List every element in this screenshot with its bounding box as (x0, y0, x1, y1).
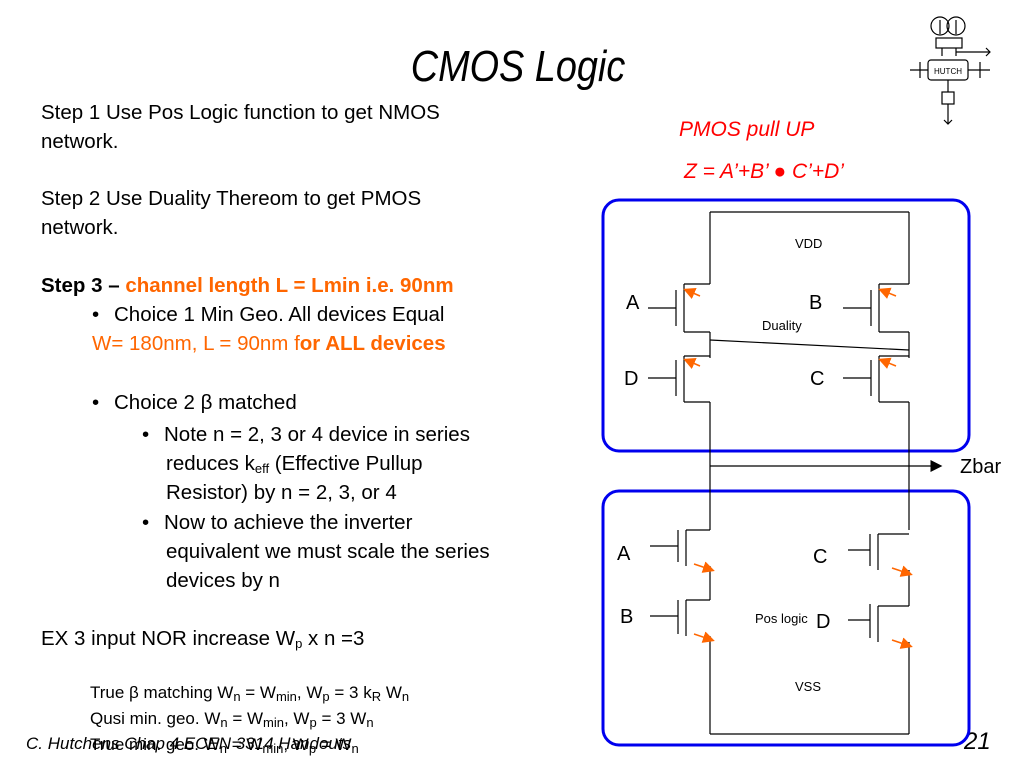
note-line2: reduces keff (Effective Pullup (166, 449, 423, 478)
vdd-label: VDD (795, 236, 822, 251)
step3-channel-length: channel length L = Lmin i.e. 90nm (125, 274, 454, 297)
nmos-a-label: A (617, 543, 631, 565)
choice1-text: Choice 1 Min Geo. All devices Equal (114, 303, 445, 326)
bullet-icon: • (142, 423, 150, 446)
pmos-network-box (601, 198, 971, 453)
pmos-d-label: D (624, 368, 638, 390)
choice1-detail-a: W= 180nm, L = 90nm f (92, 332, 300, 355)
qusi-c: , W (283, 709, 310, 728)
vss-label: VSS (795, 679, 821, 694)
note-line2-b: (Effective Pullup (269, 452, 423, 475)
true-beta-matching: True β matching Wn = Wmin, Wp = 3 kR Wn (90, 683, 409, 703)
hutch-logo: HUTCH (910, 16, 991, 125)
zbar-output-label: Zbar (960, 456, 1001, 478)
step2-line2: network. (41, 216, 119, 239)
choice2-a: Choice 2 (114, 391, 201, 414)
qusi-sub-p: p (309, 715, 317, 730)
qusi-sub-n2: n (366, 715, 374, 730)
choice1-detail-b: or ALL devices (299, 332, 446, 355)
now-bullet: • Now to achieve the inverter (142, 508, 412, 537)
nmos-c-label: C (813, 546, 827, 568)
keff-subscript: eff (254, 461, 270, 476)
qusi-d: = 3 W (316, 709, 367, 728)
tm-a: True (90, 683, 130, 702)
bullet-icon: • (92, 303, 100, 326)
tm-sub-p: p (322, 689, 330, 704)
beta-symbol: β (200, 391, 213, 414)
choice1-detail: W= 180nm, L = 90nm for ALL devices (92, 329, 446, 358)
bullet-icon: • (92, 391, 100, 414)
qusi-b: = W (227, 709, 264, 728)
step1-line1: Step 1 Use Pos Logic function to get NMO… (41, 101, 440, 124)
now-line2: equivalent we must scale the series (166, 540, 490, 563)
choice1-bullet: • Choice 1 Min Geo. All devices Equal (92, 300, 444, 329)
note-bullet: • Note n = 2, 3 or 4 device in series (142, 420, 470, 449)
nmos-b-label: B (620, 606, 633, 628)
tm-sub-r: R (371, 689, 382, 704)
step3-label: Step 3 – (41, 274, 126, 297)
pos-logic-label: Pos logic (755, 611, 808, 626)
now-line1: Now to achieve the inverter (164, 511, 413, 534)
nmos-network-box (601, 489, 971, 747)
ex3-b: x n =3 (302, 627, 365, 650)
truemin-d: = W (316, 735, 352, 754)
now-line3: devices by n (166, 569, 280, 592)
cmos-schematic: VDD Duality A B D C Zbar A C B D Pos log… (601, 198, 1001, 747)
tm-b: matching W (138, 683, 234, 702)
qusi-sub-min: min (263, 715, 284, 730)
truemin-a: True min. geo. W (90, 735, 220, 754)
pmos-b-label: B (809, 292, 822, 314)
tm-sub-n2: n (401, 689, 410, 704)
equation-right: C’+D’ (786, 160, 844, 183)
pmos-c-label: C (810, 368, 824, 390)
tm-c: = W (240, 683, 276, 702)
qusi-a: Qusi min. geo. W (90, 709, 221, 728)
nmos-d-label: D (816, 611, 830, 633)
bullet-icon: • (142, 511, 150, 534)
ex3-text: EX 3 input NOR increase Wp x n =3 (41, 624, 364, 653)
truemin-b: = W (226, 735, 263, 754)
true-min-geo: True min. geo. Wn = Wmin, Wp = Wn (90, 735, 359, 755)
ex3-sub: p (295, 636, 303, 651)
pmos-heading: PMOS pull UP (679, 118, 815, 141)
qusi-min-geo: Qusi min. geo. Wn = Wmin, Wp = 3 Wn (90, 709, 374, 729)
note-line2-a: reduces k (166, 452, 255, 475)
logo-text: HUTCH (934, 67, 962, 76)
pmos-equation: Z = A’+B’ ● C’+D’ (684, 160, 844, 184)
truemin-sub-p: p (308, 741, 317, 756)
step2-line1: Step 2 Use Duality Thereom to get PMOS (41, 187, 422, 210)
choice2-b: matched (212, 391, 297, 414)
qusi-sub-n: n (220, 715, 228, 730)
truemin-sub-n: n (219, 741, 227, 756)
and-dot-icon: ● (773, 160, 787, 183)
tm-sub-n: n (233, 689, 241, 704)
step2-text: Step 2 Use Duality Thereom to get PMOS n… (41, 184, 421, 242)
truemin-sub-min: min (262, 741, 284, 756)
equation-left: Z = A’+B’ (684, 160, 774, 183)
slide-title: CMOS Logic (410, 42, 626, 91)
note-line1: Note n = 2, 3 or 4 device in series (164, 423, 470, 446)
beta-symbol: β (129, 683, 139, 702)
tm-sub-min: min (275, 689, 297, 704)
tm-e: = 3 k (329, 683, 372, 702)
ex3-a: EX 3 input NOR increase W (41, 627, 296, 650)
step1-line2: network. (41, 130, 119, 153)
step1-text: Step 1 Use Pos Logic function to get NMO… (41, 98, 440, 156)
note-line3: Resistor) by n = 2, 3, or 4 (166, 481, 397, 504)
truemin-c: , W (283, 735, 309, 754)
footer-text: C. Hutchens Chap 4 ECEN 3314 Handouts (26, 734, 352, 753)
tm-f: W (381, 683, 402, 702)
step3-text: Step 3 – channel length L = Lmin i.e. 90… (41, 271, 454, 300)
truemin-sub-n2: n (351, 741, 359, 756)
pmos-a-label: A (626, 292, 640, 314)
choice2-bullet: • Choice 2 β matched (92, 388, 297, 417)
duality-label: Duality (762, 318, 802, 333)
tm-d: , W (296, 683, 323, 702)
